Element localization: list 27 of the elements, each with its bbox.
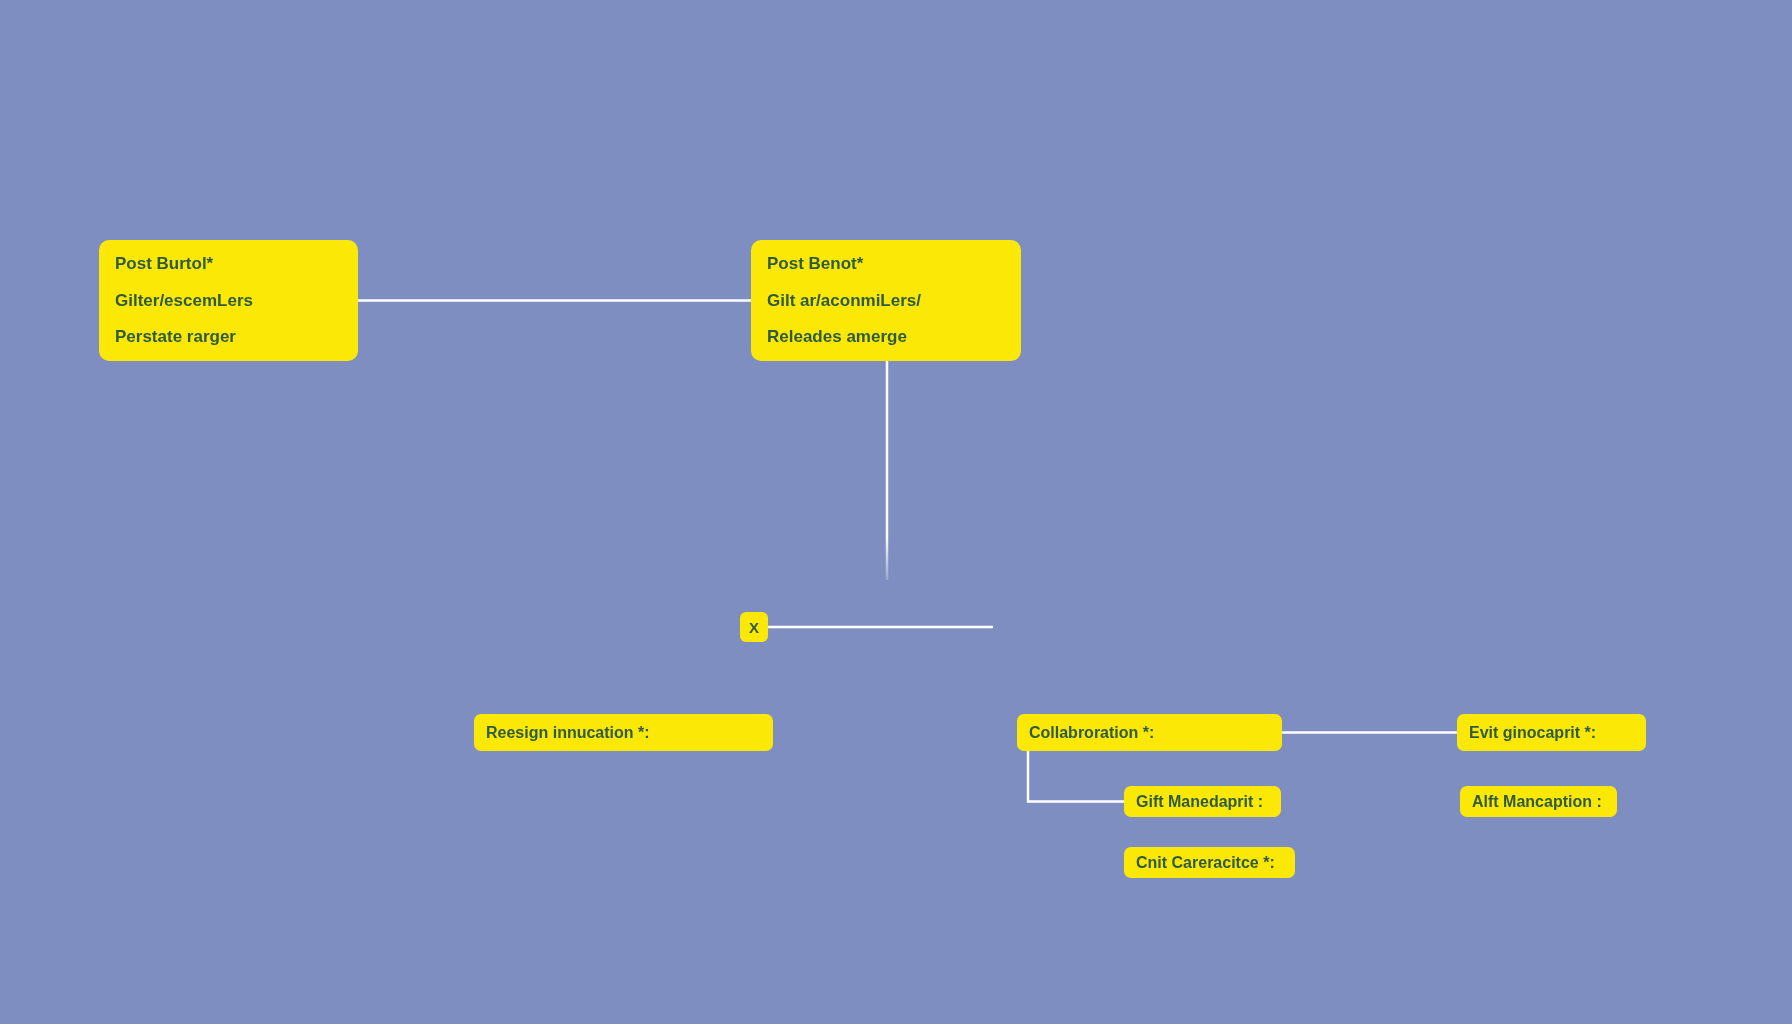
process-box xyxy=(99,240,358,361)
box-text: Gilt ar/aconmiLers/ xyxy=(767,290,922,311)
process-box xyxy=(1017,714,1282,751)
connector-line xyxy=(1026,751,1124,803)
box-label: Alft Mancaption : xyxy=(1472,792,1602,811)
box-label: Reesign innucation *: xyxy=(486,723,650,742)
close-box xyxy=(740,612,768,642)
connector-line xyxy=(768,625,993,629)
process-box xyxy=(751,240,1021,361)
box-text: Perstate rarger xyxy=(115,327,237,347)
box-label: Evit ginocaprit *: xyxy=(1469,723,1597,742)
close-label: X xyxy=(749,618,759,636)
box-text: Releades amerge xyxy=(767,327,908,347)
process-box xyxy=(474,714,773,751)
box-text: Gilter/escemLers xyxy=(115,290,254,311)
connector-line xyxy=(1282,731,1457,734)
box-label: Collabroration *: xyxy=(1029,723,1155,742)
process-box xyxy=(1460,786,1617,817)
process-box xyxy=(1457,714,1646,751)
box-label: Cnit Careracitce *: xyxy=(1136,853,1275,872)
connector-line xyxy=(885,361,889,580)
box-heading: Post Burtol* xyxy=(115,254,215,274)
process-box xyxy=(1124,786,1281,817)
process-box xyxy=(1124,847,1295,878)
box-heading: Post Benot* xyxy=(767,254,865,274)
connector-line xyxy=(358,299,751,302)
box-label: Gift Manedaprit : xyxy=(1136,792,1264,811)
